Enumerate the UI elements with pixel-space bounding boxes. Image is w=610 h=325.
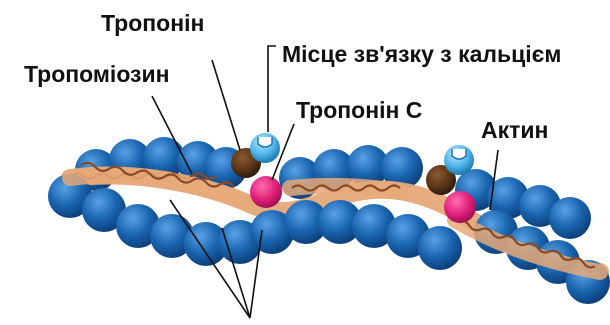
label-troponin-c: Тропонін С xyxy=(296,97,422,123)
actin-subunit xyxy=(549,197,591,239)
troponin-c-subunit xyxy=(250,176,282,208)
calcium-binding-site xyxy=(444,145,474,175)
calcium-binding-site xyxy=(250,133,280,163)
actin-subunit xyxy=(418,226,462,270)
label-actin: Актин xyxy=(481,117,548,143)
label-tropomyosin: Тропоміозин xyxy=(24,61,170,87)
label-calcium-site: Місце зв'язку з кальцієм xyxy=(282,41,561,67)
label-troponin: Тропонін xyxy=(101,10,204,36)
troponin-c-subunit xyxy=(444,191,476,223)
troponin-leader xyxy=(212,60,240,150)
calcium-site-leader xyxy=(268,46,276,132)
